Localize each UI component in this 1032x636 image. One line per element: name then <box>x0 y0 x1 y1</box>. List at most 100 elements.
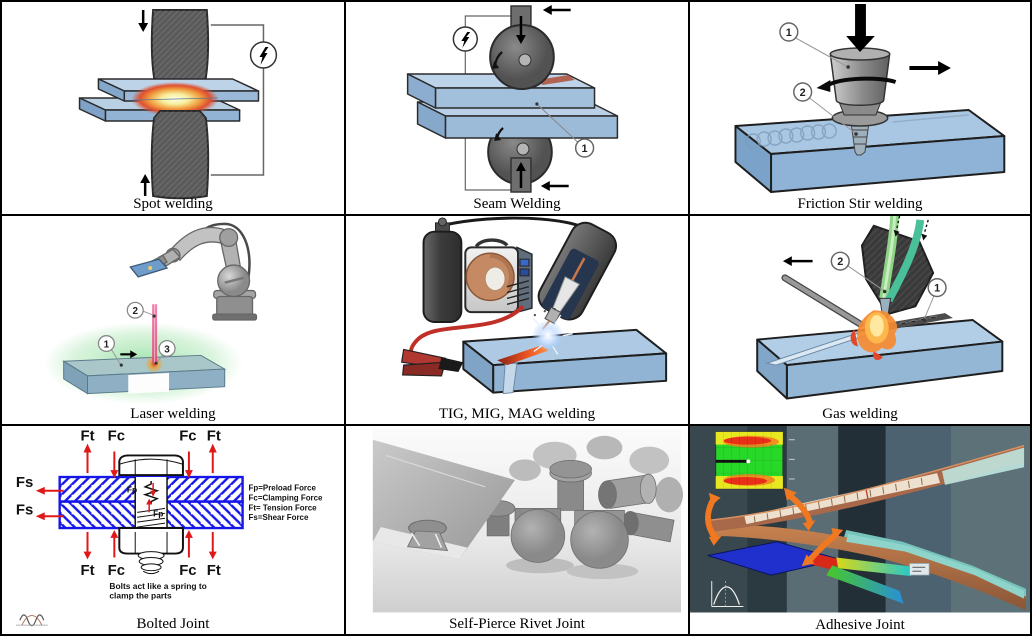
laser-welding-illustration: 2 1 3 <box>43 222 258 405</box>
figure-cell-self-pierce-rivet: Self-Pierce Rivet Joint <box>346 426 690 634</box>
svg-text:Ft= Tension Force: Ft= Tension Force <box>249 503 318 512</box>
callout-2: 2 <box>793 82 858 136</box>
svg-text:Fp=Preload Force: Fp=Preload Force <box>249 484 317 493</box>
welding-torch <box>537 221 618 331</box>
svg-text:2: 2 <box>800 87 806 99</box>
svg-text:Fc: Fc <box>179 563 196 579</box>
peel-motion-arrows <box>705 487 844 567</box>
callout-1: 1 <box>779 22 850 69</box>
lower-electrode <box>150 110 210 200</box>
svg-text:Ft: Ft <box>80 429 94 445</box>
seam-welding-illustration: 1 <box>406 5 619 193</box>
sheet-interface-line <box>133 97 218 101</box>
force-arrow-down-icon <box>138 10 149 32</box>
spring-sketch-icon <box>15 614 48 627</box>
vent-grill <box>506 280 530 305</box>
welding-machine <box>464 238 533 314</box>
callout-1: 1 <box>535 102 595 158</box>
travel-arrow-icon <box>782 256 813 267</box>
plunge-arrow-icon <box>846 4 875 52</box>
gas-hose <box>445 216 593 233</box>
fem-tag <box>909 562 930 576</box>
bolt-and-nut <box>118 454 184 575</box>
svg-text:1: 1 <box>786 27 792 39</box>
sectioned-joint-sheet <box>372 439 516 560</box>
rivet-pile <box>480 459 675 580</box>
shank-threads <box>137 507 166 528</box>
torch-head <box>860 216 935 318</box>
protruding-threads <box>137 551 165 575</box>
arc-welding-illustration <box>400 216 668 395</box>
figure-cell-seam-welding: 1 Seam Welding <box>346 2 690 216</box>
svg-text:Fs: Fs <box>16 475 33 491</box>
callout-1: 1 <box>922 278 947 322</box>
spring-note: Bolts act like a spring to clamp the par… <box>109 581 206 601</box>
svg-text:Fs=Shear Force: Fs=Shear Force <box>249 513 309 522</box>
caption-bolted-joint: Bolted Joint <box>136 616 210 632</box>
force-legend: Fp=Preload Force Fc=Clamping Force Ft= T… <box>249 484 324 522</box>
figure-cell-laser-welding: 2 1 3 Laser welding <box>2 216 346 426</box>
bolt-head <box>118 454 184 477</box>
lower-copper-strip <box>709 524 1027 611</box>
svg-text:2: 2 <box>837 256 843 268</box>
weld-track <box>745 114 969 149</box>
svg-text:1: 1 <box>104 340 110 351</box>
power-source-icon <box>249 41 278 69</box>
preload-arrows: Fp Fp <box>127 482 163 518</box>
caption-laser-welding: Laser welding <box>130 406 216 422</box>
rivet-front <box>570 509 629 569</box>
rivet-photo <box>372 427 684 613</box>
machine-connector <box>519 268 530 277</box>
gas-welding-illustration: 1 2 <box>756 216 1004 400</box>
friction-stir-illustration: 1 2 <box>734 4 1006 193</box>
laser-beam <box>152 304 158 364</box>
svg-text:1: 1 <box>934 283 940 295</box>
weld-slot <box>128 372 170 394</box>
rotation-arrow-head <box>494 133 502 141</box>
svg-text:Fp: Fp <box>127 485 137 495</box>
figure-cell-gas-welding: 1 2 Gas welding <box>690 216 1030 426</box>
rivet-cross-section <box>406 519 449 552</box>
svg-text:Ft: Ft <box>207 429 221 445</box>
svg-text:1: 1 <box>582 143 588 155</box>
caption-friction-stir: Friction Stir welding <box>797 196 923 212</box>
callout-2: 2 <box>126 301 156 319</box>
flame <box>850 310 898 361</box>
svg-text:Bolts act like a spring to: Bolts act like a spring to <box>109 581 206 591</box>
filler-rod <box>781 274 864 328</box>
caption-tig-mig-mag: TIG, MIG, MAG welding <box>438 406 596 422</box>
travel-arrow-icon <box>909 61 951 75</box>
traction-curve-sketch <box>711 581 744 608</box>
caption-spot-welding: Spot welding <box>133 196 213 212</box>
caption-adhesive-joint: Adhesive Joint <box>690 617 1030 634</box>
force-arrow-up-icon <box>140 174 151 196</box>
svg-text:clamp the parts: clamp the parts <box>109 591 172 601</box>
figure-cell-adhesive-joint: Adhesive Joint <box>690 426 1030 634</box>
welding-arc <box>531 308 573 355</box>
v-groove <box>502 362 518 395</box>
robot-arm <box>129 222 258 321</box>
ruler-ticks <box>753 477 923 524</box>
figure-cell-tig-mig-mag: TIG, MIG, MAG welding <box>346 216 690 426</box>
caption-self-pierce-rivet: Self-Pierce Rivet Joint <box>449 616 585 632</box>
weld-seam-streak <box>536 75 575 85</box>
callout-2: 2 <box>830 251 887 294</box>
force-labels: Ft Fc Fc Ft Ft Fc Fc Ft Fs Fs <box>16 429 221 579</box>
svg-text:Fc: Fc <box>108 563 125 579</box>
bolted-joint-diagram: Fp Fp Ft Fc Fc <box>15 429 324 627</box>
svg-text:Fp: Fp <box>153 508 163 518</box>
callout-3: 3 <box>154 339 176 365</box>
svg-text:Fc: Fc <box>179 429 196 445</box>
welding-circuit <box>210 24 278 176</box>
gas-stream <box>885 219 925 303</box>
svg-text:3: 3 <box>164 344 170 355</box>
callout-1: 1 <box>97 335 123 367</box>
machine-connector <box>519 258 530 267</box>
figure-cell-bolted-joint: Fp Fp Ft Fc Fc <box>2 426 346 634</box>
figure-cell-friction-stir: 1 2 Friction Stir welding <box>690 2 1030 216</box>
machine-handle <box>474 238 509 248</box>
nut <box>118 527 184 555</box>
rotation-arrow-icon <box>825 76 897 88</box>
rivet-front <box>510 508 566 563</box>
